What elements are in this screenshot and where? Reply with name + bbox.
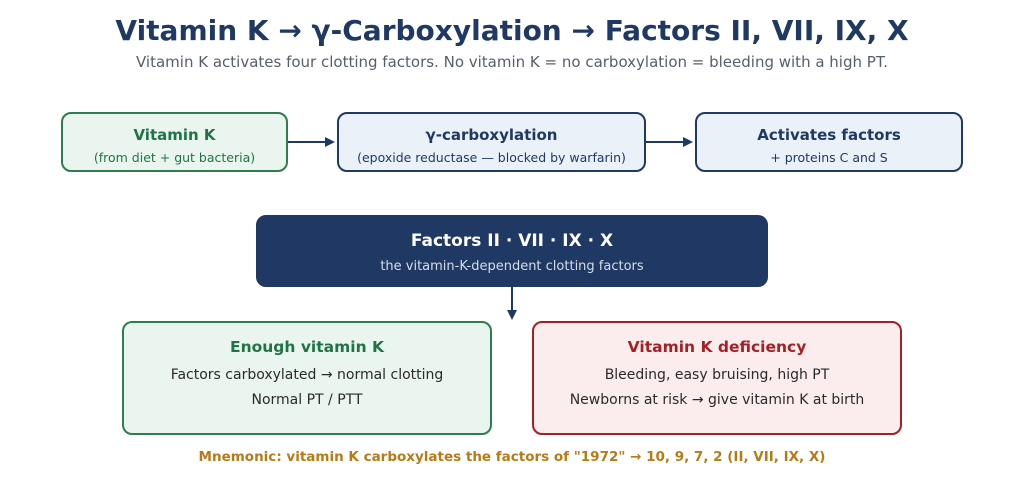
deficiency-line-2: Newborns at risk → give vitamin K at bir… xyxy=(569,392,865,408)
page-title: Vitamin K → γ-Carboxylation → Factors II… xyxy=(115,14,909,47)
activates-factors-box: Activates factors + proteins C and S xyxy=(695,112,963,172)
enough-line-1: Factors carboxylated → normal clotting xyxy=(170,367,444,383)
enough-vitamin-k-title: Enough vitamin K xyxy=(229,338,385,356)
carboxylation-box: γ-carboxylation (epoxide reductase — blo… xyxy=(337,112,646,172)
deficiency-line-1: Bleeding, easy bruising, high PT xyxy=(604,367,830,383)
carboxylation-subtitle: (epoxide reductase — blocked by warfarin… xyxy=(357,150,626,165)
activates-factors-subtitle: + proteins C and S xyxy=(770,150,888,165)
factors-title: Factors II · VII · IX · X xyxy=(410,231,614,251)
carboxylation-title: γ-carboxylation xyxy=(425,126,558,144)
page-subtitle: Vitamin K activates four clotting factor… xyxy=(136,53,888,71)
deficiency-box: Vitamin K deficiency Bleeding, easy brui… xyxy=(532,321,902,435)
enough-vitamin-k-box: Enough vitamin K Factors carboxylated → … xyxy=(122,321,492,435)
vitamin-k-subtitle: (from diet + gut bacteria) xyxy=(93,150,256,165)
vitamin-k-box: Vitamin K (from diet + gut bacteria) xyxy=(61,112,288,172)
enough-line-2: Normal PT / PTT xyxy=(251,392,363,408)
activates-factors-title: Activates factors xyxy=(757,126,901,144)
factors-box: Factors II · VII · IX · X the vitamin-K-… xyxy=(256,215,768,287)
deficiency-title: Vitamin K deficiency xyxy=(627,338,807,356)
mnemonic: Mnemonic: vitamin K carboxylates the fac… xyxy=(198,449,826,465)
factors-subtitle: the vitamin-K-dependent clotting factors xyxy=(380,259,644,274)
vitamin-k-title: Vitamin K xyxy=(133,126,216,144)
